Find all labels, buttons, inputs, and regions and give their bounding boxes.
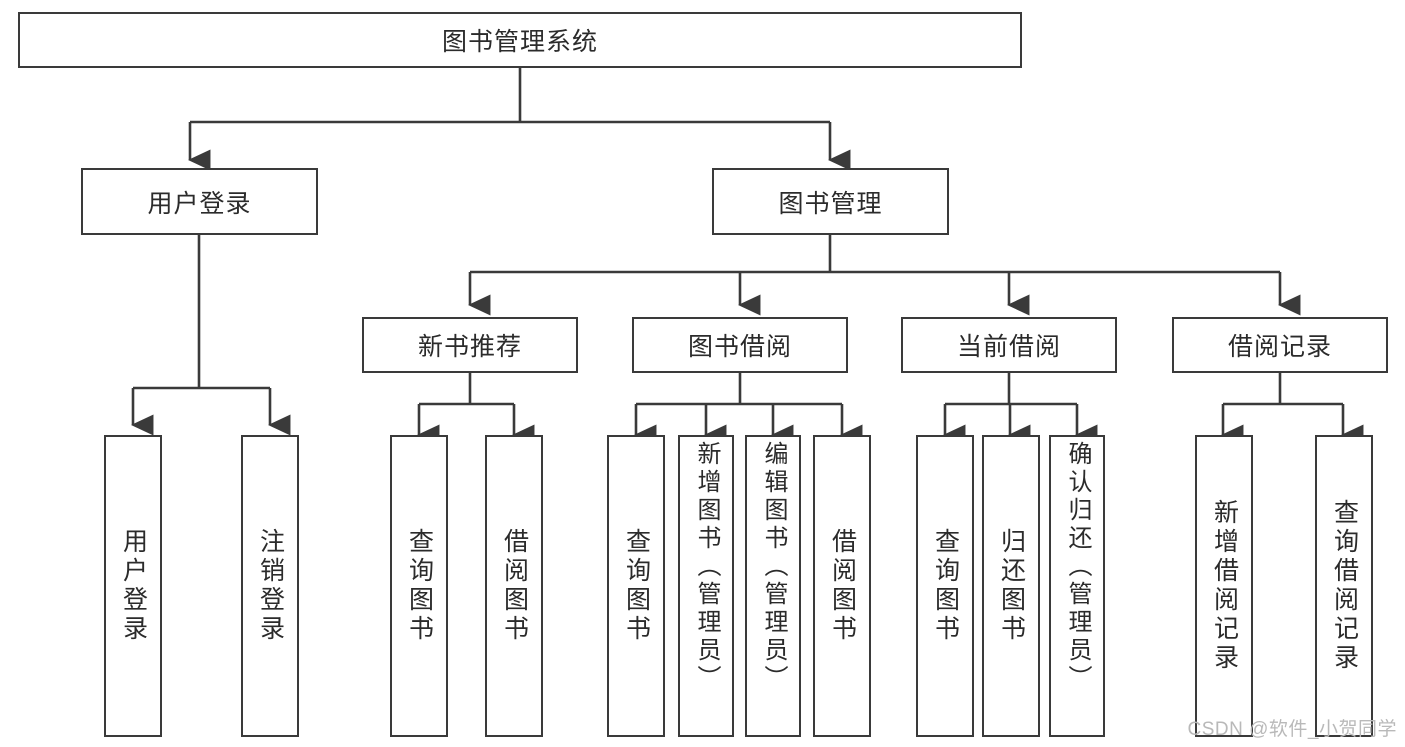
leaf-return-book[interactable]: 归还图书 [982, 435, 1040, 737]
leaf-borrow-book-2[interactable]: 借阅图书 [813, 435, 871, 737]
leaf-add-book-admin[interactable]: 新增图书（管理员） [678, 435, 734, 737]
leaf-user-logout[interactable]: 注销登录 [241, 435, 299, 737]
leaf-query-book-3-label: 查询图书 [931, 528, 960, 644]
leaf-add-borrow-record[interactable]: 新增借阅记录 [1195, 435, 1253, 737]
node-borrow-record-label: 借阅记录 [1227, 333, 1332, 361]
node-user-login[interactable]: 用户登录 [81, 168, 318, 235]
leaf-borrow-book-2-label: 借阅图书 [828, 528, 857, 644]
leaf-return-book-label: 归还图书 [997, 528, 1026, 644]
leaf-borrow-book-1-label: 借阅图书 [500, 528, 529, 644]
leaf-query-book-1-label: 查询图书 [405, 528, 434, 644]
leaf-edit-book-admin[interactable]: 编辑图书（管理员） [745, 435, 801, 737]
node-user-login-label: 用户登录 [147, 189, 252, 218]
leaf-query-borrow-record[interactable]: 查询借阅记录 [1315, 435, 1373, 737]
node-current-borrow-label: 当前借阅 [956, 333, 1061, 361]
leaf-query-borrow-record-label: 查询借阅记录 [1330, 499, 1359, 673]
node-book-borrow-label: 图书借阅 [687, 333, 792, 361]
leaf-add-book-admin-label: 新增图书（管理员） [693, 441, 720, 693]
leaf-user-login[interactable]: 用户登录 [104, 435, 162, 737]
leaf-query-book-3[interactable]: 查询图书 [916, 435, 974, 737]
node-book-management[interactable]: 图书管理 [712, 168, 949, 235]
leaf-query-book-2-label: 查询图书 [622, 528, 651, 644]
node-root[interactable]: 图书管理系统 [18, 12, 1022, 68]
node-borrow-record[interactable]: 借阅记录 [1172, 317, 1388, 373]
node-book-management-label: 图书管理 [778, 189, 883, 218]
leaf-confirm-return-admin[interactable]: 确认归还（管理员） [1049, 435, 1105, 737]
node-book-borrow[interactable]: 图书借阅 [632, 317, 848, 373]
leaf-query-book-2[interactable]: 查询图书 [607, 435, 665, 737]
leaf-borrow-book-1[interactable]: 借阅图书 [485, 435, 543, 737]
node-new-book-recommend[interactable]: 新书推荐 [362, 317, 578, 373]
node-current-borrow[interactable]: 当前借阅 [901, 317, 1117, 373]
node-new-book-recommend-label: 新书推荐 [417, 333, 522, 361]
watermark-text: CSDN @软件_小贺同学 [1187, 719, 1397, 740]
leaf-query-book-1[interactable]: 查询图书 [390, 435, 448, 737]
leaf-add-borrow-record-label: 新增借阅记录 [1210, 499, 1239, 673]
leaf-user-login-label: 用户登录 [119, 528, 148, 644]
leaf-edit-book-admin-label: 编辑图书（管理员） [760, 441, 787, 693]
node-root-label: 图书管理系统 [441, 28, 598, 56]
leaf-user-logout-label: 注销登录 [256, 528, 285, 644]
leaf-confirm-return-admin-label: 确认归还（管理员） [1064, 441, 1091, 693]
